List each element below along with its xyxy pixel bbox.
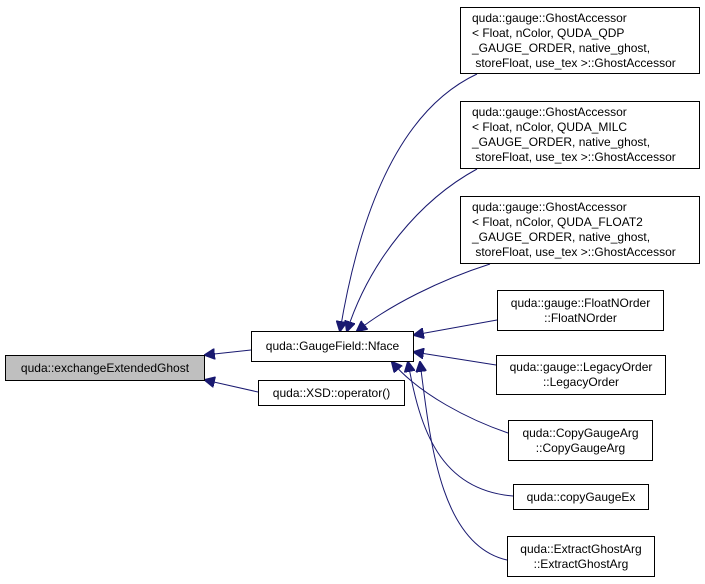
- node-label-line: quda::gauge::GhostAccessor: [472, 105, 627, 119]
- node-float-n-order[interactable]: quda::gauge::FloatNOrder ::FloatNOrder: [497, 290, 664, 331]
- node-extract-ghost-arg[interactable]: quda::ExtractGhostArg ::ExtractGhostArg: [507, 536, 655, 577]
- node-copy-gauge-ex[interactable]: quda::copyGaugeEx: [513, 484, 649, 510]
- node-label-line: ::CopyGaugeArg: [535, 440, 626, 455]
- node-exchange-extended-ghost: quda::exchangeExtendedGhost: [5, 355, 205, 381]
- edge-nface-to-exchange: [205, 350, 252, 355]
- node-label-line: < Float, nColor, QUDA_QDP: [472, 25, 625, 40]
- node-label-line: quda::gauge::FloatNOrder: [510, 295, 651, 310]
- node-label-line: ::LegacyOrder: [542, 375, 620, 389]
- edge-legacy-to-nface: [414, 352, 497, 366]
- edge-copyex-to-nface: [408, 362, 514, 497]
- node-label-line: ::ExtractGhostArg: [533, 556, 629, 571]
- node-label-line: quda::XSD::operator(): [272, 385, 391, 400]
- node-legacy-order[interactable]: quda::gauge::LegacyOrder ::LegacyOrder: [496, 355, 666, 395]
- node-label-line: storeFloat, use_tex >::GhostAccessor: [472, 55, 676, 70]
- node-xsd-operator[interactable]: quda::XSD::operator(): [258, 380, 405, 406]
- edge-ghost-float2-to-nface: [357, 263, 491, 331]
- node-label-line: _GAUGE_ORDER, native_ghost,: [472, 230, 651, 244]
- edge-ghost-milc-to-nface: [347, 168, 478, 331]
- node-label-line: quda::GaugeField::Nface: [265, 339, 400, 353]
- node-label-line: < Float, nColor, QUDA_MILC: [472, 120, 628, 134]
- node-ghost-accessor-qdp[interactable]: quda::gauge::GhostAccessor < Float, nCol…: [460, 7, 700, 74]
- node-copy-gauge-arg[interactable]: quda::CopyGaugeArg ::CopyGaugeArg: [508, 420, 653, 461]
- node-label-line: quda::gauge::GhostAccessor: [472, 10, 627, 25]
- node-label-line: quda::gauge::LegacyOrder: [509, 360, 653, 374]
- node-label-line: < Float, nColor, QUDA_FLOAT2: [472, 215, 643, 229]
- edge-xsd-to-exchange: [205, 380, 259, 393]
- edge-extract-to-nface: [420, 362, 508, 561]
- node-ghost-accessor-milc[interactable]: quda::gauge::GhostAccessor < Float, nCol…: [460, 101, 700, 169]
- edge-ghost-qdp-to-nface: [340, 73, 478, 331]
- node-label-line: quda::ExtractGhostArg: [520, 541, 642, 556]
- edge-copyarg-to-nface: [392, 362, 509, 434]
- node-label-line: quda::exchangeExtendedGhost: [20, 360, 190, 375]
- node-label-line: quda::gauge::GhostAccessor: [472, 200, 627, 214]
- node-label-line: storeFloat, use_tex >::GhostAccessor: [472, 150, 676, 164]
- node-label-line: quda::CopyGaugeArg: [522, 425, 639, 440]
- node-label-line: ::FloatNOrder: [544, 310, 617, 325]
- node-ghost-accessor-float2[interactable]: quda::gauge::GhostAccessor < Float, nCol…: [460, 196, 700, 264]
- node-label-line: quda::copyGaugeEx: [526, 489, 636, 504]
- edge-floatn-to-nface: [414, 319, 498, 335]
- node-label-line: _GAUGE_ORDER, native_ghost,: [472, 40, 651, 55]
- node-label-line: storeFloat, use_tex >::GhostAccessor: [472, 245, 676, 259]
- node-label-line: _GAUGE_ORDER, native_ghost,: [472, 135, 651, 149]
- node-gauge-field-nface[interactable]: quda::GaugeField::Nface: [251, 331, 414, 362]
